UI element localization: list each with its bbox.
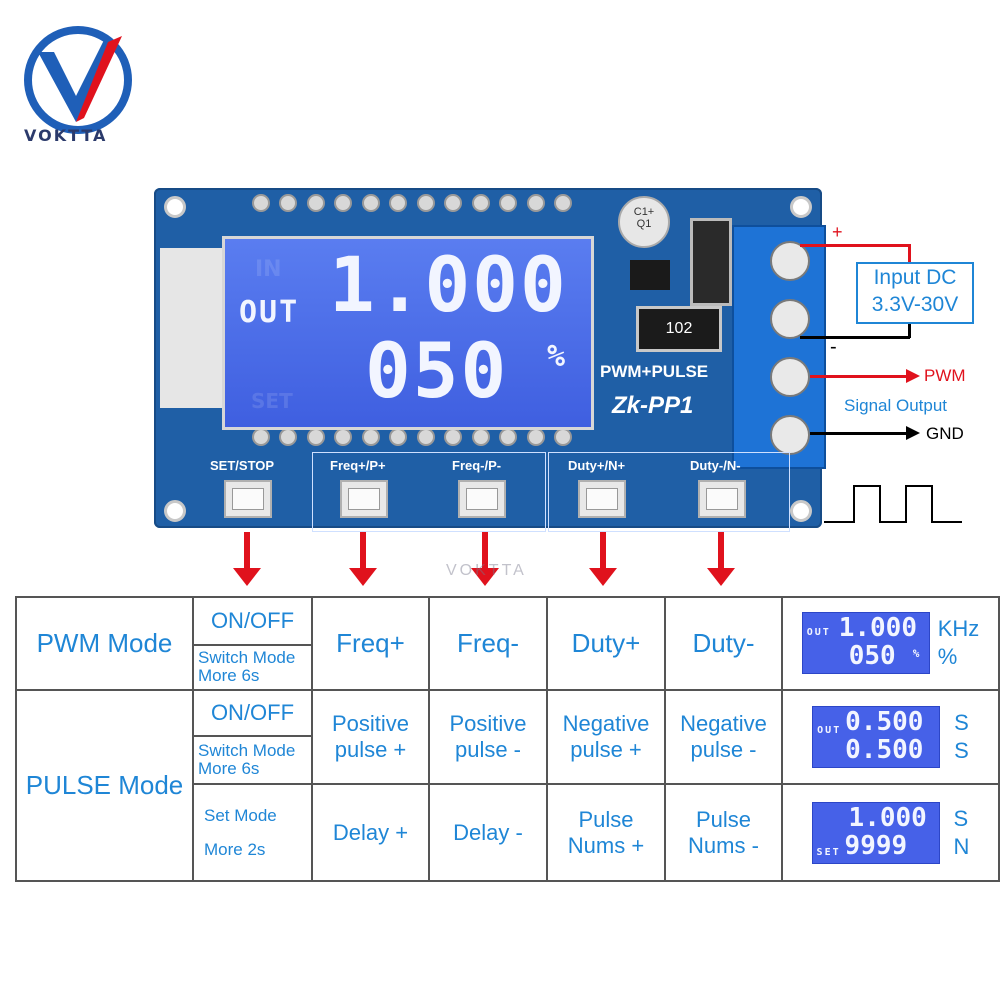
pwm-freq-plus: Freq+ [311, 596, 430, 691]
pwm-unit-percent: % [937, 644, 958, 670]
capacitor: C1+ Q1 [618, 196, 670, 248]
mount-hole [164, 196, 186, 218]
logo-text: VOKTTA [24, 126, 108, 145]
signal-output-label: Signal Output [844, 396, 948, 415]
plus-label: + [832, 222, 843, 242]
pulse-unit-n: N [953, 833, 970, 859]
freq-button-group [312, 452, 546, 532]
pwm-lcd-cell: OUT 1.000 050 % KHz % [781, 596, 1000, 691]
pulse-delay-minus: Delay - [428, 783, 548, 882]
pwm-wire [810, 375, 910, 378]
pulse-unit-s3: S [953, 805, 969, 831]
model-line1: PWM+PULSE [600, 362, 709, 381]
input-line1: Input DC [873, 266, 957, 289]
arrow-down-icon [589, 532, 617, 586]
button-label-freq-minus: Freq-/P- [452, 458, 502, 473]
diode [690, 218, 732, 306]
duty-plus-button[interactable] [578, 480, 626, 518]
pulse-unit-s2: S [954, 737, 969, 763]
pwm-arrow-icon [906, 369, 920, 383]
gnd-arrow-icon [906, 426, 920, 440]
resistor-chip: 102 [636, 306, 722, 352]
plus-wire [908, 244, 911, 264]
lcd-percent: % [547, 339, 568, 374]
pulse-mini-lcd-1: OUT 0.500 0.500 [812, 705, 941, 768]
pulse-mode-title: PULSE Mode [15, 688, 194, 883]
arrow-down-icon [707, 532, 735, 586]
set-stop-button[interactable] [224, 480, 272, 518]
lcd-backlight-frame [160, 248, 222, 408]
pwm-label: PWM [924, 366, 966, 385]
button-label-duty-minus: Duty-/N- [690, 458, 741, 473]
mount-hole [164, 500, 186, 522]
button-label-duty-plus: Duty+/N+ [568, 458, 626, 473]
pulse-lcd1-cell: OUT 0.500 0.500 S S [781, 688, 1000, 786]
button-label-freq-plus: Freq+/P+ [330, 458, 386, 473]
square-wave-icon [824, 485, 962, 523]
lcd-pins-bottom [252, 428, 572, 448]
model-line2: Zk-PP1 [612, 392, 694, 419]
transistor [630, 260, 670, 290]
minus-wire [800, 336, 910, 339]
pwm-duty-minus: Duty- [664, 596, 783, 691]
function-table: PWM Mode ON/OFF Freq+ Freq- Duty+ Duty- … [15, 595, 1000, 883]
plus-wire [800, 244, 910, 247]
duty-button-group [548, 452, 790, 532]
gnd-label: GND [926, 424, 964, 443]
voktta-logo-icon [24, 26, 132, 134]
pwm-unit-khz: KHz [937, 616, 980, 642]
gnd-wire [810, 432, 910, 435]
arrow-down-icon [349, 532, 377, 586]
pwm-freq-minus: Freq- [428, 596, 548, 691]
pwm-duty-plus: Duty+ [546, 596, 666, 691]
pulse-lcd2-cell: SET 1.000 9999 S N [781, 783, 1000, 882]
lcd-out-label: OUT [239, 295, 300, 330]
minus-label: - [830, 336, 837, 358]
input-dc-box: Input DC 3.3V-30V [856, 262, 974, 324]
watermark-text: VOKTTA [446, 562, 527, 579]
duty-minus-button[interactable] [698, 480, 746, 518]
input-line2: 3.3V-30V [871, 293, 959, 316]
pulse-mini-lcd-2: SET 1.000 9999 [811, 801, 940, 864]
lcd-pins-top [252, 194, 572, 214]
lcd-display: IN SET OUT 1.000 050 % [222, 236, 594, 430]
pwm-mini-lcd: OUT 1.000 050 % [801, 612, 930, 675]
mount-hole [790, 196, 812, 218]
pulse-unit-s1: S [954, 709, 969, 735]
lcd-value-top: 1.000 [329, 240, 568, 329]
freq-plus-button[interactable] [340, 480, 388, 518]
lcd-value-bottom: 050 [365, 326, 509, 415]
pwm-onoff: ON/OFF [192, 595, 313, 647]
arrow-down-icon [233, 532, 261, 586]
pulse-onoff: ON/OFF [192, 688, 313, 737]
button-label-set: SET/STOP [210, 458, 275, 473]
freq-minus-button[interactable] [458, 480, 506, 518]
pwm-mode-title: PWM Mode [15, 596, 194, 691]
screw-terminal [732, 225, 826, 469]
minus-wire [908, 320, 911, 338]
pulse-delay-plus: Delay + [311, 783, 430, 882]
mount-hole [790, 500, 812, 522]
arrow-down-icon [471, 532, 499, 586]
